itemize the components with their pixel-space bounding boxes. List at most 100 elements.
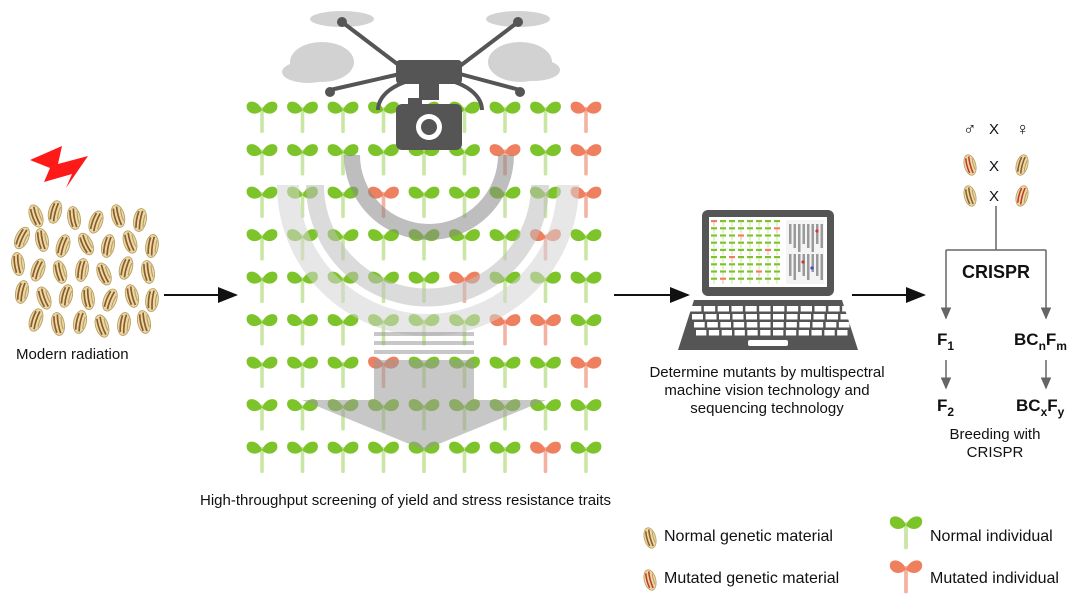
seed: [55, 234, 71, 258]
seedling: [408, 271, 440, 303]
seedling: [327, 356, 359, 388]
cross-symbol-1: X: [989, 121, 1000, 138]
seedling: [246, 399, 278, 431]
seed: [145, 234, 159, 258]
seedling: [408, 186, 440, 218]
legend-icons: [643, 516, 923, 594]
seedling: [530, 356, 561, 388]
legend-normal-material: Normal genetic material: [664, 528, 833, 545]
seed: [75, 258, 89, 282]
seed: [67, 206, 81, 230]
seedling: [570, 441, 602, 473]
seed: [100, 234, 116, 258]
legend-mutated-material: Mutated genetic material: [664, 570, 840, 587]
mutated-seed: [963, 154, 977, 176]
normal-seed: [1015, 154, 1029, 176]
seed: [94, 314, 110, 338]
seed: [145, 288, 159, 312]
seedling: [570, 229, 602, 261]
seed: [88, 210, 104, 234]
normal-seed: [963, 185, 977, 207]
seedling: [570, 356, 602, 388]
bcxfy-label: BCxFy: [1016, 396, 1065, 419]
seed: [102, 288, 118, 312]
seed: [14, 226, 30, 250]
seed: [118, 256, 134, 280]
scan-waves: [277, 154, 579, 336]
seed: [136, 310, 152, 334]
seed: [36, 286, 52, 310]
seedling: [246, 441, 278, 473]
seedling: [530, 441, 561, 473]
f1-label: F1: [937, 330, 955, 353]
seedling: [570, 399, 602, 431]
legend-mutated-individual: Mutated individual: [930, 570, 1059, 587]
legend-normal-individual: Normal individual: [930, 528, 1053, 545]
seedling: [287, 101, 318, 133]
seedling: [246, 271, 278, 303]
seedling: [368, 229, 399, 261]
seed: [81, 286, 95, 310]
cross-seeds: [963, 154, 1029, 207]
seed: [34, 228, 50, 252]
seed: [52, 260, 68, 284]
seed: [51, 312, 65, 336]
seedling: [449, 186, 480, 218]
determine-caption: Determine mutants by multispectral machi…: [649, 364, 885, 417]
seed: [124, 284, 140, 308]
seed: [96, 262, 112, 286]
seed: [141, 260, 155, 284]
seed: [58, 284, 74, 308]
seedling: [246, 144, 278, 176]
seedling: [327, 101, 359, 133]
seedling: [489, 229, 521, 261]
seed: [11, 252, 25, 276]
crispr-label: CRISPR: [962, 262, 1031, 282]
seedling: [368, 101, 399, 133]
seed: [28, 308, 44, 332]
bcnfm-label: BCnFm: [1014, 330, 1067, 353]
seedling: [489, 441, 521, 473]
legend-normal-seedling-icon: [889, 516, 923, 550]
seed: [28, 204, 44, 228]
seedling: [327, 314, 359, 346]
legend-normal-seed-icon: [643, 527, 657, 549]
cross-symbol-2: X: [989, 158, 1000, 175]
seedling: [530, 101, 561, 133]
seedling: [489, 101, 521, 133]
scan-down-arrow: [302, 332, 546, 450]
seedling: [327, 441, 359, 473]
seed: [14, 280, 30, 304]
mutated-seed: [1015, 185, 1029, 207]
legend-mutated-seed-icon: [643, 569, 657, 591]
seedling: [530, 399, 561, 431]
seedling: [570, 314, 602, 346]
seedling: [327, 144, 359, 176]
seed-pile: [11, 200, 159, 338]
radiation-caption: Modern radiation: [16, 346, 129, 363]
seedling: [449, 441, 480, 473]
seedling: [530, 314, 561, 346]
drone-icon: [282, 11, 560, 150]
seedling: [287, 144, 318, 176]
cross-symbol-3: X: [989, 188, 1000, 205]
seed: [47, 200, 63, 224]
male-symbol: ♂: [963, 119, 977, 139]
seedling: [246, 356, 278, 388]
seedling: [287, 314, 318, 346]
seed: [133, 208, 147, 232]
breeding-caption: Breeding with CRISPR: [949, 426, 1041, 461]
crossing-scheme: [940, 206, 1052, 390]
seedling: [246, 229, 278, 261]
seed: [122, 230, 138, 254]
seed: [117, 312, 131, 336]
laptop-icon: [678, 210, 858, 350]
seedling: [368, 144, 399, 176]
seed: [78, 232, 94, 256]
seedling: [489, 356, 521, 388]
seedling: [368, 441, 399, 473]
seedling: [246, 314, 278, 346]
seed: [30, 258, 46, 282]
seed: [72, 310, 88, 334]
